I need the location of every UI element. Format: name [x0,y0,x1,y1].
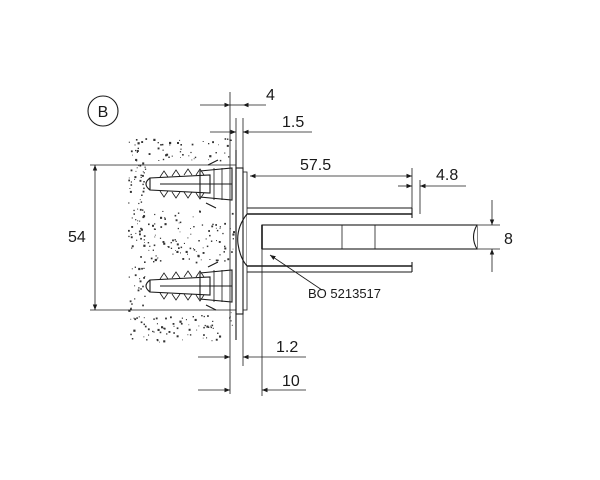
dim-glass-thickness: 8 [504,231,513,248]
anchor-lower [145,261,233,311]
dim-spacer-bottom: 1.2 [276,339,298,356]
part-reference: BO 5213517 [308,286,381,301]
dimension-lines [92,102,495,393]
clamp-body [237,207,413,273]
dim-glass-offset: 4.8 [436,167,458,184]
dim-mount-height: 54 [68,229,86,246]
detail-marker: B [87,95,119,127]
wall-speckle-texture [128,138,235,343]
glass-panel [261,224,478,250]
extension-lines [90,92,500,396]
dim-plate-thickness: 1.5 [282,114,304,131]
dim-base-depth: 10 [282,373,300,390]
detail-label: B [98,104,109,121]
anchor-upper [145,159,233,209]
dim-clamp-length: 57.5 [300,157,331,174]
dim-wall-gap-top: 4 [266,87,275,104]
